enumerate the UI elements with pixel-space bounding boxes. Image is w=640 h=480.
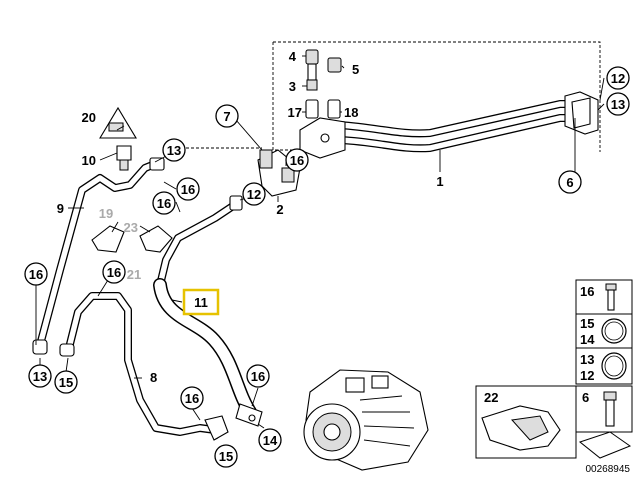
bracket-part-19 <box>91 225 125 253</box>
legend-label-13: 13 <box>580 352 594 367</box>
callout-circle-12-top <box>606 66 630 90</box>
callout-6: 6 <box>566 175 573 190</box>
callout-15-a: 15 <box>59 375 73 390</box>
callout-21: 21 <box>127 267 141 282</box>
legend-label-6: 6 <box>582 390 589 405</box>
callout-16-e: 16 <box>107 265 121 280</box>
callout-circle-16-a <box>176 177 200 201</box>
callout-11: 11 <box>194 295 208 310</box>
callout-13-low: 13 <box>33 369 47 384</box>
line-part-1 <box>299 91 599 159</box>
line-part-8 <box>59 292 229 441</box>
line-part-9 <box>32 157 165 355</box>
callout-16-d: 16 <box>29 267 43 282</box>
callout-16-a: 16 <box>181 182 195 197</box>
callout-circle-16-f <box>180 386 204 410</box>
pressure-switch-part-10 <box>116 145 132 171</box>
callout-circle-16-e <box>102 260 126 284</box>
callout-16-b: 16 <box>290 153 304 168</box>
assembly-outline-part-1 <box>272 41 601 152</box>
callout-16-g: 16 <box>251 369 265 384</box>
callout-19: 19 <box>99 206 113 221</box>
callout-circle-12-mid <box>242 182 266 206</box>
callout-3: 3 <box>289 79 296 94</box>
callout-circle-7 <box>215 104 239 128</box>
document-number: 00268945 <box>586 464 631 475</box>
callout-7: 7 <box>223 109 230 124</box>
service-valves <box>305 49 342 119</box>
callout-23: 23 <box>124 220 138 235</box>
callout-circle-13-top <box>606 92 630 116</box>
callout-17: 17 <box>288 105 302 120</box>
callout-16-c: 16 <box>157 196 171 211</box>
callout-12-mid: 12 <box>247 187 261 202</box>
callout-5: 5 <box>352 62 359 77</box>
legend-label-16: 16 <box>580 284 594 299</box>
callout-circle-16-d <box>24 262 48 286</box>
callout-circle-16-b <box>285 148 309 172</box>
callout-circle-16-c <box>152 191 176 215</box>
compressor-illustration <box>303 369 429 471</box>
callout-circle-6 <box>558 170 582 194</box>
callout-18: 18 <box>344 105 358 120</box>
callout-2: 2 <box>276 202 283 217</box>
callout-14: 14 <box>263 433 278 448</box>
callout-circle-15-b <box>214 444 238 468</box>
callout-circle-13-mid <box>162 138 186 162</box>
warning-label-part-20 <box>99 106 137 139</box>
callout-10: 10 <box>82 153 96 168</box>
clip-part-23 <box>139 225 173 253</box>
callout-13-top: 13 <box>611 97 625 112</box>
callout-16-f: 16 <box>185 391 199 406</box>
legend-label-12: 12 <box>580 368 594 383</box>
legend-panel: 16 15 14 13 12 6 22 00268945 <box>475 279 633 475</box>
legend-label-22: 22 <box>484 390 498 405</box>
callout-circle-13-low <box>28 364 52 388</box>
legend-label-15: 15 <box>580 316 594 331</box>
callout-9: 9 <box>57 201 64 216</box>
callouts: 4 5 3 17 18 1 2 12 13 6 7 13 16 12 16 16 <box>24 49 630 468</box>
callout-15-b: 15 <box>219 449 233 464</box>
callout-4: 4 <box>289 49 297 64</box>
callout-circle-15-a <box>54 370 78 394</box>
callout-circle-16-g <box>246 364 270 388</box>
callout-20: 20 <box>82 110 96 125</box>
callout-12-top: 12 <box>611 71 625 86</box>
callout-13-mid: 13 <box>167 143 181 158</box>
callout-8: 8 <box>150 370 157 385</box>
highlight-box-11 <box>182 288 220 316</box>
callout-circle-14 <box>258 428 282 452</box>
legend-label-14: 14 <box>580 332 595 347</box>
callout-1: 1 <box>436 174 443 189</box>
hose-part-11 <box>153 195 263 427</box>
